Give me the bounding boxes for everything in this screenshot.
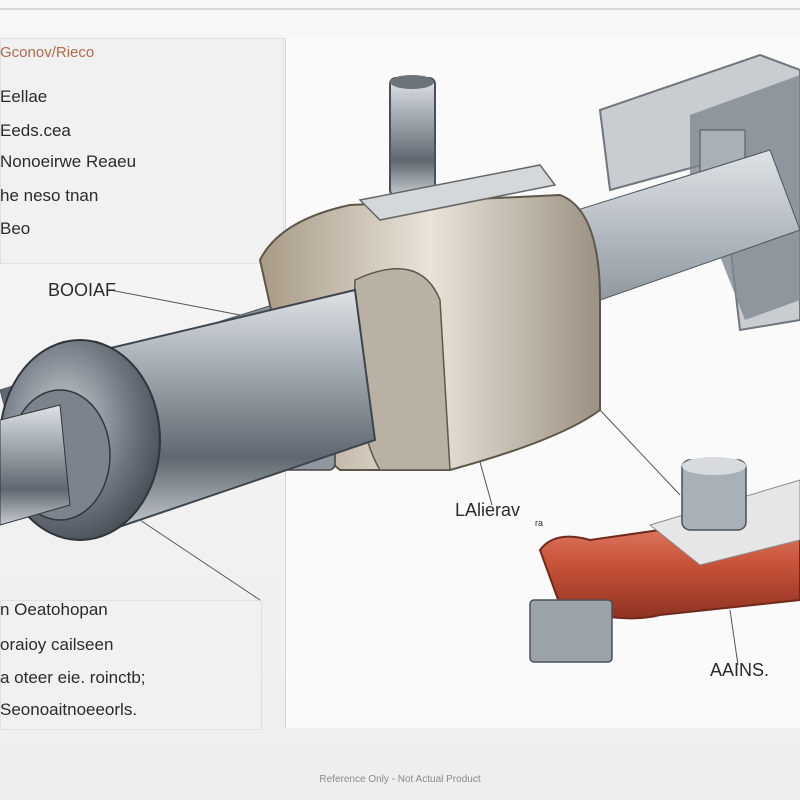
panel-line: Eellae [0, 87, 48, 106]
panel-line: he neso tnan [0, 186, 99, 205]
panel-line: Eeds.cea [0, 121, 71, 140]
panel-line: n Oeatohopan [0, 600, 108, 619]
panel-line: Beo [0, 219, 31, 238]
disclaimer-footer: Reference Only - Not Actual Product [319, 774, 481, 785]
panel-line: Nonoeirwe Reaeu [0, 152, 137, 171]
panel-line: a oteer eie. roinctb; [0, 668, 146, 687]
panel-line: Seonoaitnoeeorls. [0, 700, 138, 719]
callout-label: BOOIAF [48, 280, 117, 300]
description-panel-bottom [0, 600, 262, 730]
callout-sublabel: ra [535, 518, 544, 528]
callout-label: LAlierav [455, 500, 521, 520]
panel-line: oraioy cailseen [0, 635, 114, 654]
description-panel-top [0, 38, 284, 264]
red-lever [529, 457, 800, 663]
front-cylinder [0, 288, 377, 541]
top-divider [0, 8, 800, 10]
callout-label: AAINS. [710, 660, 770, 680]
leader-lines [109, 289, 739, 666]
panel-heading: Gconov/Rieco [0, 44, 95, 61]
top-post [389, 75, 436, 197]
